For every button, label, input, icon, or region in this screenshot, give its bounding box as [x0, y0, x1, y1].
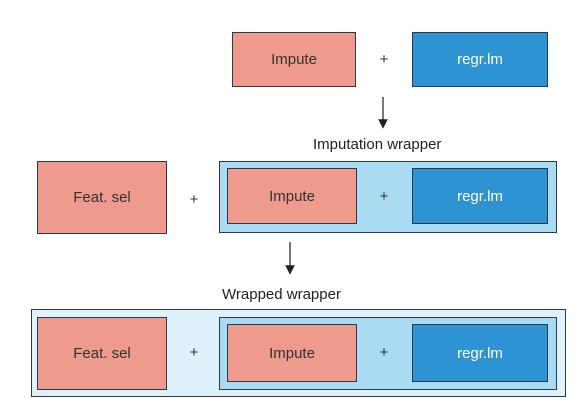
feat-sel-box: Feat. sel — [37, 161, 167, 234]
impute-label: Impute — [269, 344, 315, 362]
impute-box: Impute — [232, 32, 356, 87]
regr-lm-box: regr.lm — [412, 32, 548, 87]
plus-sign: + — [379, 51, 389, 68]
impute-label: Impute — [269, 187, 315, 205]
regr-lm-label: regr.lm — [457, 187, 503, 205]
impute-label: Impute — [271, 51, 317, 68]
regr-lm-box: regr.lm — [412, 168, 548, 224]
plus-sign: + — [379, 344, 389, 361]
plus-sign: + — [379, 188, 389, 205]
feat-sel-label: Feat. sel — [73, 345, 131, 362]
feat-sel-label: Feat. sel — [73, 189, 131, 206]
feat-sel-box: Feat. sel — [37, 317, 167, 390]
regr-lm-label: regr.lm — [457, 344, 503, 362]
plus-sign: + — [189, 191, 199, 208]
regr-lm-label: regr.lm — [457, 51, 503, 68]
wrapped-wrapper-caption: Wrapped wrapper — [222, 286, 341, 303]
plus-sign: + — [189, 344, 199, 361]
regr-lm-box: regr.lm — [412, 324, 548, 382]
impute-box: Impute — [227, 168, 357, 224]
imputation-wrapper-caption: Imputation wrapper — [313, 136, 442, 153]
impute-box: Impute — [227, 324, 357, 382]
